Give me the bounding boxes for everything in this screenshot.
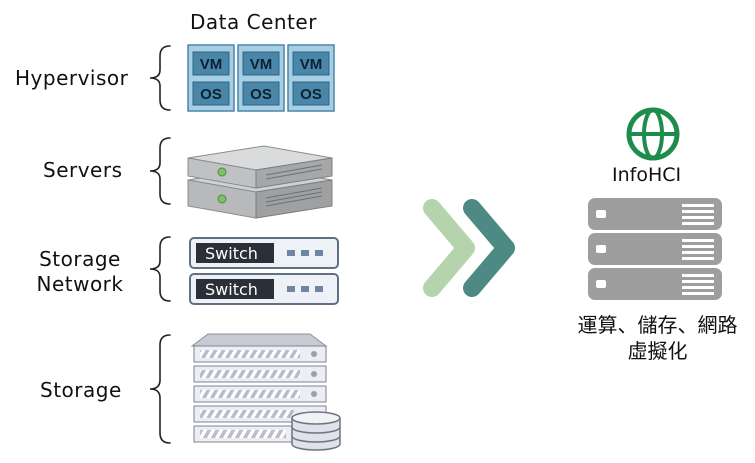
os-label-3: OS (300, 86, 322, 103)
label-storage: Storage (40, 378, 122, 402)
storage-drive-1 (193, 345, 327, 363)
vm-column-2 (237, 44, 285, 112)
hci-server-1 (588, 198, 722, 230)
network-switches: Switch Switch (189, 237, 339, 305)
switch-label-1: Switch (205, 244, 258, 263)
switch-2 (189, 273, 339, 305)
label-storage-network-line1: Storage (39, 247, 121, 271)
brace-network-icon (149, 236, 171, 302)
storage-drive-3 (193, 385, 327, 403)
vm-label-1: VM (200, 56, 223, 73)
vm-label-3: VM (300, 56, 323, 73)
vm-column-3 (287, 44, 335, 112)
storage-drive-2 (193, 365, 327, 383)
vm-label-2: VM (250, 56, 273, 73)
label-storage-network: Storage Network (30, 247, 130, 297)
switch-label-2: Switch (205, 280, 258, 299)
os-label-2: OS (250, 86, 272, 103)
hci-description-line2: 虛擬化 (627, 339, 688, 363)
hci-server-2 (588, 233, 722, 265)
transform-arrow-icon (423, 199, 515, 297)
page-title: Data Center (190, 10, 317, 34)
hci-description-line1: 運算、儲存、網路 (577, 313, 738, 337)
label-hypervisor: Hypervisor (15, 66, 129, 90)
hci-server-stack-icon (588, 198, 722, 300)
rack-servers-icon (187, 145, 333, 219)
globe-icon (626, 107, 680, 161)
label-servers: Servers (43, 158, 123, 182)
hci-server-3 (588, 268, 722, 300)
os-label-1: OS (200, 86, 222, 103)
brace-hypervisor-icon (149, 45, 171, 111)
vm-column-1 (187, 44, 235, 112)
brace-storage-icon (149, 334, 171, 444)
hci-name: InfoHCI (612, 164, 682, 186)
database-cylinder-icon (291, 411, 341, 451)
rack-server-upper (187, 145, 333, 189)
brace-servers-icon (149, 137, 171, 205)
storage-array-icon (190, 333, 341, 451)
switch-1 (189, 237, 339, 269)
vm-os-grid: VM VM VM OS OS OS (187, 44, 335, 112)
label-storage-network-line2: Network (36, 272, 124, 296)
hci-description: 運算、儲存、網路 虛擬化 (560, 312, 755, 364)
